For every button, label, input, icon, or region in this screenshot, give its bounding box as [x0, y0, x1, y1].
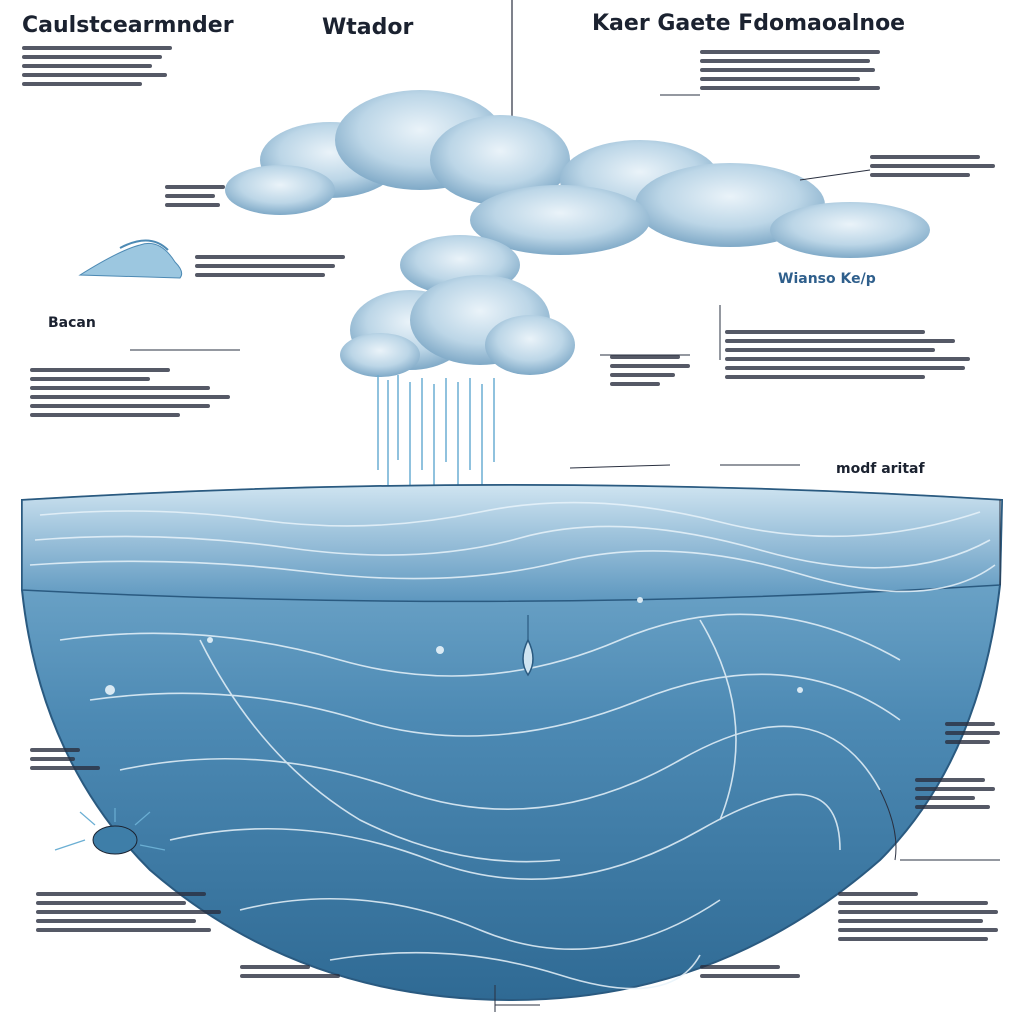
rain-icon: [377, 375, 495, 490]
annotation-block-right-mid: [725, 330, 975, 384]
top-right-heading: Kaer Gaete Fdomaoalnoe: [592, 11, 906, 36]
annotation-block-right-bottom: [838, 892, 1003, 946]
annotation-block-top-right: [700, 50, 885, 95]
cloud-icon: [225, 90, 930, 295]
left-mid-heading: Bacan: [48, 315, 96, 331]
annotation-block-left-3: [30, 368, 250, 422]
rain-cloud-icon: [340, 275, 575, 377]
annotation-block-bottom-center-right: [700, 965, 810, 983]
droplet-icon: [522, 615, 534, 677]
annotation-block-center-right: [610, 355, 700, 391]
annotation-block-top-left: [22, 46, 182, 91]
ocean-cross-section-icon: [21, 484, 1004, 1002]
annotation-block-left-bottom: [30, 748, 110, 775]
annotation-block-bottom-center-left: [240, 965, 350, 983]
sun-icon: [54, 808, 166, 855]
annotation-block-right-top: [870, 155, 1000, 182]
top-center-heading: Wtador: [322, 15, 414, 40]
annotation-block-right-1: [945, 722, 1005, 749]
right-cloud-caption: Wianso Ke/p: [778, 271, 876, 287]
annotation-block-left-1: [165, 185, 230, 212]
annotation-block-bottom-left: [36, 892, 226, 937]
top-left-heading: Caulstcearmnder: [22, 13, 234, 38]
annotation-block-left-2: [195, 255, 355, 282]
right-mid-caption: modf aritaf: [836, 461, 925, 477]
annotation-block-right-2: [915, 778, 1000, 814]
mountain-icon: [78, 239, 183, 279]
